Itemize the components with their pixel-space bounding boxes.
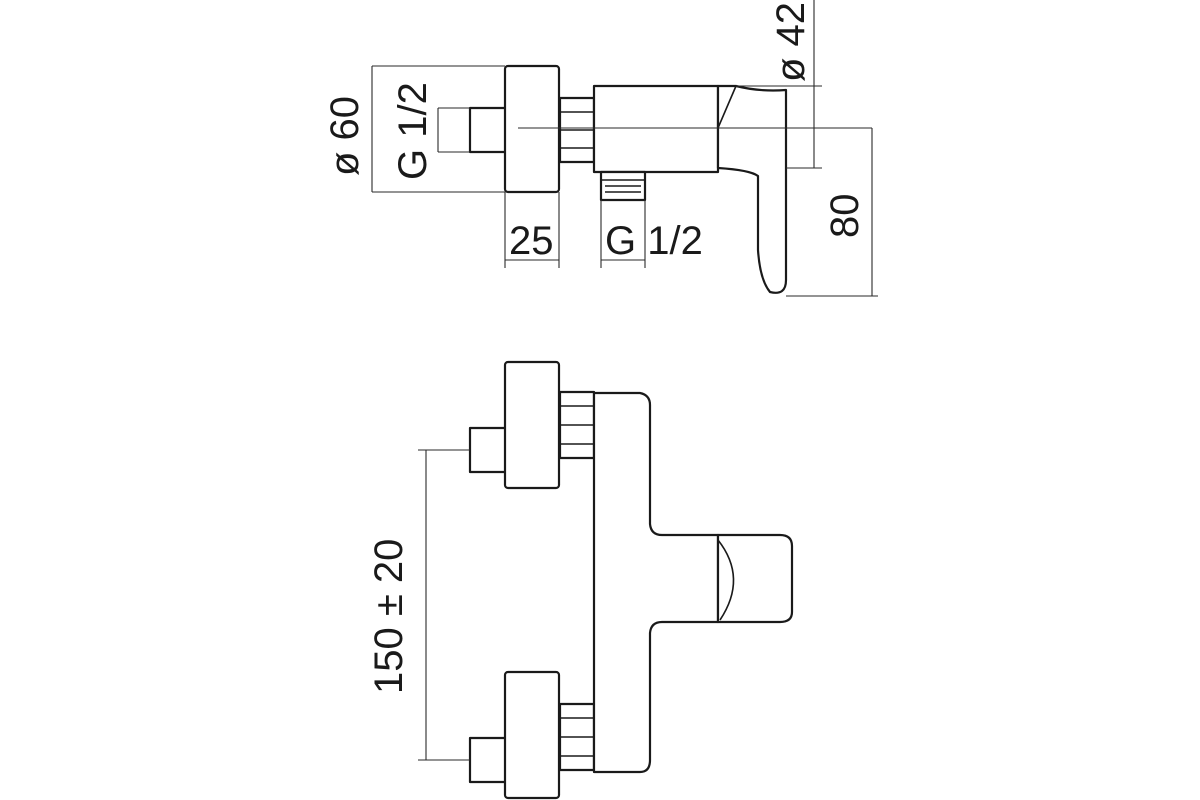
side-dimensions (371, 0, 878, 297)
label-dia-outlet: ø 42 (769, 2, 813, 82)
front-upper-inlet-pipe (468, 426, 508, 474)
front-lower-flange (503, 670, 561, 800)
front-dimensions (418, 449, 470, 761)
front-mixer-body (592, 391, 720, 774)
front-lower-hex-nut (558, 702, 596, 772)
side-flange (503, 64, 561, 194)
side-inlet-pipe (468, 106, 508, 154)
front-upper-flange (503, 360, 561, 490)
side-outlet (599, 170, 647, 202)
label-thread-outlet: G 1/2 (605, 219, 703, 263)
label-thread-inlet: G 1/2 (391, 82, 435, 180)
label-inlet-spacing: 150 ± 20 (367, 539, 411, 694)
front-lever (716, 533, 794, 624)
side-hex-nut (558, 96, 596, 164)
label-dia-flange: ø 60 (323, 96, 367, 176)
label-depth-flange: 25 (509, 219, 554, 263)
front-view (468, 360, 794, 800)
front-upper-hex-nut (558, 390, 596, 460)
side-lever (716, 84, 788, 294)
side-view (468, 64, 872, 294)
label-height-total: 80 (823, 194, 867, 239)
front-lower-inlet-pipe (468, 736, 508, 784)
side-mixer-body (592, 84, 720, 174)
